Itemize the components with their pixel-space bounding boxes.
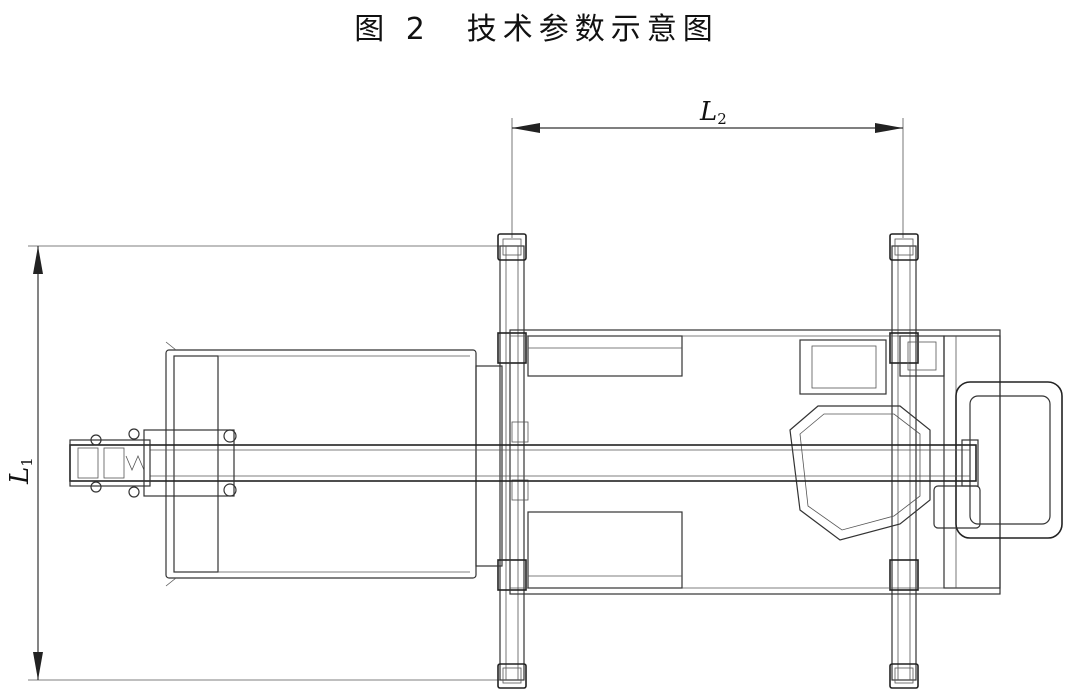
chassis-frame bbox=[509, 329, 1001, 595]
l1-label: L1 bbox=[5, 457, 36, 485]
turntable bbox=[789, 405, 931, 541]
figure-title: 图 2 技术参数示意图 bbox=[354, 12, 719, 47]
dimension-l2: L2 bbox=[511, 97, 904, 238]
l2-label: L2 bbox=[699, 97, 727, 128]
telescopic-boom bbox=[69, 428, 979, 498]
counterweight bbox=[165, 341, 503, 587]
dimension-l1: L1 bbox=[5, 245, 505, 681]
work-platform bbox=[933, 381, 1063, 539]
outrigger-right bbox=[889, 233, 919, 689]
outrigger-left bbox=[497, 233, 527, 689]
